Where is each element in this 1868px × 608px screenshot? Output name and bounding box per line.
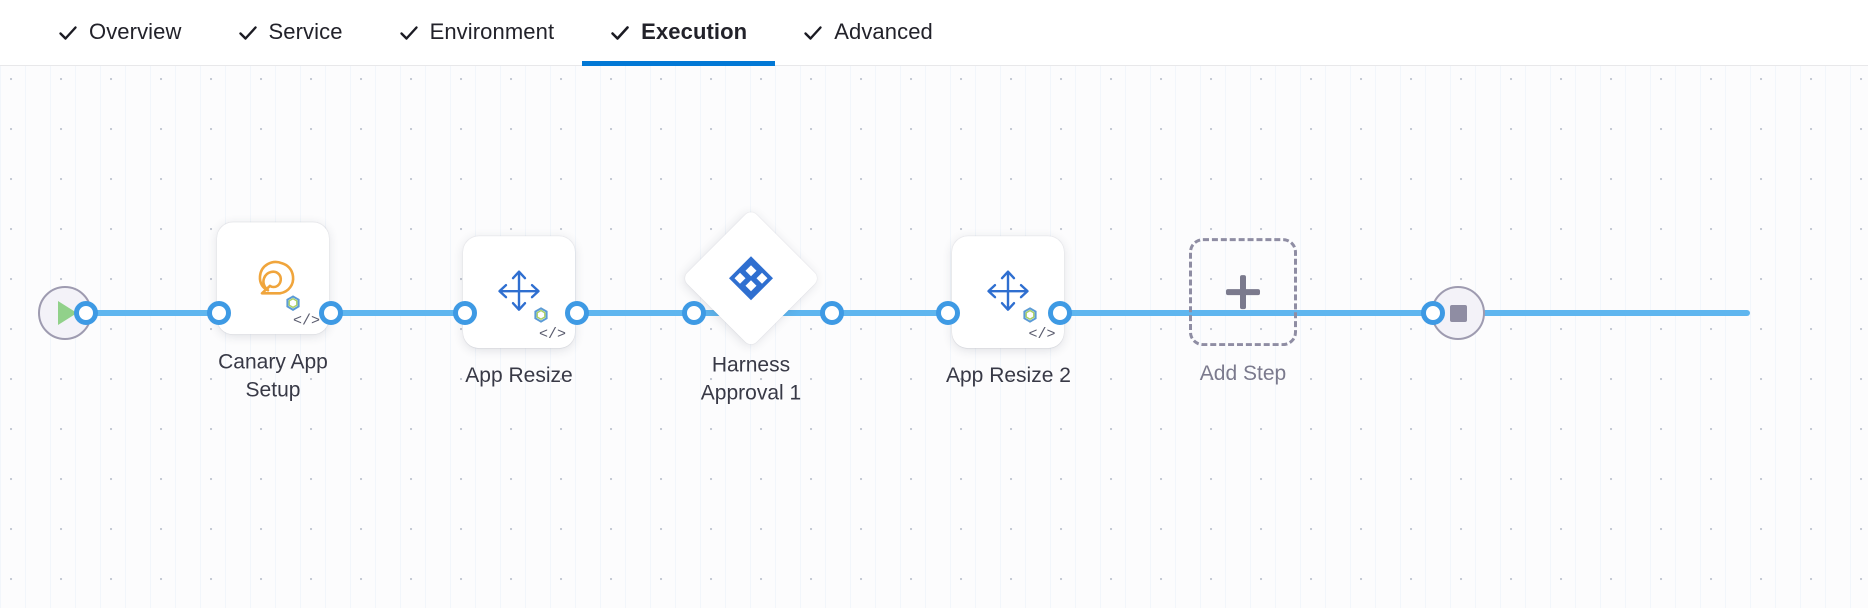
step-card[interactable]: </> bbox=[952, 236, 1065, 349]
step-card[interactable]: </> bbox=[463, 236, 575, 349]
tab-label: Environment bbox=[429, 19, 555, 44]
pipeline-add-step[interactable]: Add Step bbox=[1189, 238, 1297, 388]
pipeline-step-app-resize-2[interactable]: </> App Resize 2 bbox=[946, 236, 1071, 390]
tab-execution[interactable]: Execution bbox=[582, 0, 776, 66]
code-badge-icon: </> bbox=[292, 312, 320, 330]
tab-label: Overview bbox=[89, 19, 182, 44]
port-canary-output[interactable] bbox=[319, 301, 343, 325]
gear-accent-icon bbox=[531, 306, 551, 326]
code-badge-icon: </> bbox=[1028, 326, 1056, 344]
tab-overview[interactable]: Overview bbox=[30, 0, 210, 66]
pipeline-step-canary-app-setup[interactable]: </> Canary App Setup bbox=[217, 222, 329, 403]
port-start-output[interactable] bbox=[74, 301, 98, 325]
play-icon bbox=[58, 301, 77, 325]
pipeline-connector-line bbox=[70, 310, 1750, 316]
port-app-resize-2-input[interactable] bbox=[936, 301, 960, 325]
tab-service[interactable]: Service bbox=[210, 0, 371, 66]
tab-label: Execution bbox=[641, 19, 748, 44]
port-canary-input[interactable] bbox=[207, 301, 231, 325]
check-icon bbox=[803, 23, 823, 43]
start-node-circle[interactable] bbox=[38, 286, 92, 340]
step-label: App Resize bbox=[465, 364, 573, 388]
resize-arrows-icon bbox=[977, 261, 1039, 323]
tab-label: Advanced bbox=[834, 19, 933, 44]
check-icon bbox=[58, 23, 78, 43]
tab-label: Service bbox=[268, 19, 343, 44]
port-app-resize-2-output[interactable] bbox=[1048, 301, 1072, 325]
port-approval-input[interactable] bbox=[682, 301, 706, 325]
step-label: App Resize 2 bbox=[946, 364, 1071, 388]
port-approval-output[interactable] bbox=[820, 301, 844, 325]
check-icon bbox=[238, 23, 258, 43]
stop-icon bbox=[1449, 304, 1467, 322]
add-step-label: Add Step bbox=[1199, 362, 1287, 386]
canary-bird-icon bbox=[242, 247, 304, 309]
tab-environment[interactable]: Environment bbox=[371, 0, 583, 66]
pipeline-canvas[interactable]: </> Canary App Setup bbox=[0, 66, 1868, 608]
add-step-button[interactable] bbox=[1189, 238, 1297, 347]
gear-accent-icon bbox=[283, 294, 303, 314]
check-icon bbox=[610, 23, 630, 43]
pipeline-step-harness-approval-1[interactable]: Harness Approval 1 bbox=[681, 208, 821, 406]
check-icon bbox=[399, 23, 419, 43]
resize-arrows-icon bbox=[488, 261, 550, 323]
code-badge-icon: </> bbox=[538, 326, 566, 344]
gear-accent-icon bbox=[1020, 306, 1040, 326]
step-label: Harness Approval 1 bbox=[700, 353, 802, 404]
harness-logo-icon bbox=[727, 254, 775, 302]
tab-advanced[interactable]: Advanced bbox=[775, 0, 961, 66]
step-label: Canary App Setup bbox=[218, 350, 328, 401]
step-card[interactable]: </> bbox=[217, 222, 329, 335]
pipeline-step-app-resize[interactable]: </> App Resize bbox=[463, 236, 575, 390]
port-end-input[interactable] bbox=[1421, 301, 1445, 325]
port-app-resize-input[interactable] bbox=[453, 301, 477, 325]
pipeline-start-node[interactable] bbox=[38, 286, 92, 340]
wizard-tab-bar: Overview Service Environment Execution A… bbox=[0, 0, 1868, 66]
plus-icon bbox=[1226, 275, 1260, 310]
port-app-resize-output[interactable] bbox=[565, 301, 589, 325]
approval-diamond[interactable] bbox=[681, 208, 821, 348]
